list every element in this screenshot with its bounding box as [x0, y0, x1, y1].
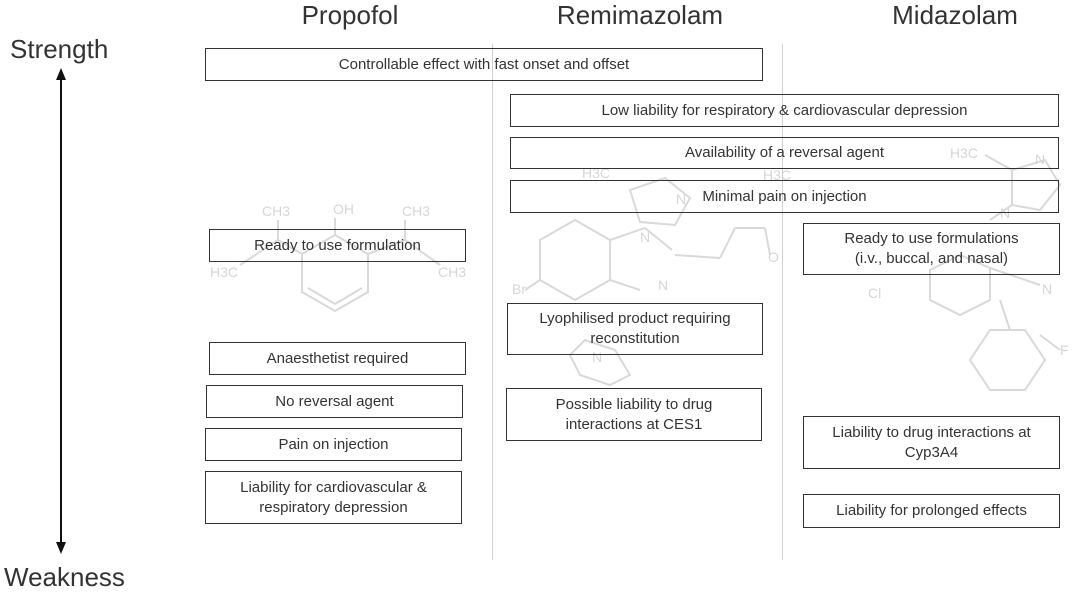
box-minimal-pain-text: Minimal pain on injection	[702, 187, 867, 205]
box-prolonged-effects: Liability for prolonged effects	[803, 494, 1060, 528]
box-anaesthetist-required: Anaesthetist required	[209, 342, 466, 375]
box-cardio-liability-text: Liability for cardiovascular & respirato…	[240, 478, 427, 516]
box-midazolam-ready-text: Ready to use formulations (i.v., buccal,…	[844, 230, 1019, 267]
propofol-ch3-right: CH3	[402, 203, 430, 219]
box-cyp3a4-liability: Liability to drug interactions at Cyp3A4	[803, 416, 1060, 469]
box-low-liability: Low liability for respiratory & cardiova…	[510, 94, 1059, 127]
midazolam-n-b: N	[1000, 205, 1010, 221]
box-cyp3a4-liability-text: Liability to drug interactions at Cyp3A4	[832, 423, 1031, 461]
remimazolam-n-a: N	[676, 191, 686, 207]
axis-label-strength: Strength	[10, 34, 109, 64]
remimazolam-h3c-a: H3C	[582, 165, 610, 181]
box-prolonged-effects-text: Liability for prolonged effects	[836, 502, 1027, 519]
box-controllable-effect-text: Controllable effect with fast onset and …	[338, 55, 630, 73]
box-reversal-available-text: Availability of a reversal agent	[685, 144, 884, 161]
box-lyophilised: Lyophilised product requiring reconstitu…	[507, 303, 763, 355]
column-header-remimazolam: Remimazolam	[556, 0, 724, 30]
midazolam-f: F	[1060, 342, 1069, 358]
midazolam-structure: H3C N N N Cl F	[868, 145, 1069, 391]
box-controllable-effect: Controllable effect with fast onset and …	[205, 48, 763, 81]
remimazolam-n-d: N	[592, 349, 602, 365]
axis-label-weakness: Weakness	[4, 562, 125, 592]
column-divider-left	[492, 44, 493, 560]
box-no-reversal-text: No reversal agent	[275, 392, 394, 410]
propofol-ch3-low: CH3	[438, 264, 466, 280]
propofol-structure: CH3 OH CH3 H3C CH3	[210, 201, 466, 313]
column-header-midazolam: Midazolam	[892, 0, 1018, 30]
propofol-h3c: H3C	[210, 264, 238, 280]
column-divider-right	[782, 44, 783, 560]
strength-weakness-arrow	[56, 68, 66, 554]
box-cardio-liability: Liability for cardiovascular & respirato…	[205, 471, 462, 524]
box-no-reversal: No reversal agent	[206, 385, 463, 418]
box-ces1-liability: Possible liability to drug interactions …	[506, 388, 762, 441]
column-header-propofol: Propofol	[301, 0, 399, 30]
box-propofol-ready: Ready to use formulation	[209, 229, 466, 262]
box-pain-on-injection-text: Pain on injection	[278, 435, 389, 453]
box-lyophilised-text: Lyophilised product requiring reconstitu…	[539, 310, 731, 347]
remimazolam-n-c: N	[658, 277, 668, 293]
box-propofol-ready-text: Ready to use formulation	[254, 236, 421, 254]
box-pain-on-injection: Pain on injection	[205, 428, 462, 461]
midazolam-n-c: N	[1042, 281, 1052, 297]
box-low-liability-text: Low liability for respiratory & cardiova…	[601, 101, 968, 119]
box-ces1-liability-text: Possible liability to drug interactions …	[555, 395, 713, 433]
box-anaesthetist-required-text: Anaesthetist required	[266, 349, 409, 367]
midazolam-h3c: H3C	[950, 145, 978, 161]
propofol-oh: OH	[333, 201, 354, 217]
box-reversal-available: Availability of a reversal agent	[510, 137, 1059, 169]
remimazolam-br: Br	[512, 281, 526, 297]
box-midazolam-ready: Ready to use formulations (i.v., buccal,…	[803, 223, 1060, 275]
propofol-ch3-left: CH3	[262, 203, 290, 219]
midazolam-n-a: N	[1035, 151, 1045, 167]
box-minimal-pain: Minimal pain on injection	[510, 180, 1059, 213]
midazolam-cl: Cl	[868, 285, 881, 301]
remimazolam-o: O	[768, 249, 779, 265]
remimazolam-n-b: N	[640, 229, 650, 245]
remimazolam-h3c-b: H3C	[763, 167, 791, 183]
remimazolam-structure: H3C H3C N N N N Br O	[512, 165, 791, 387]
